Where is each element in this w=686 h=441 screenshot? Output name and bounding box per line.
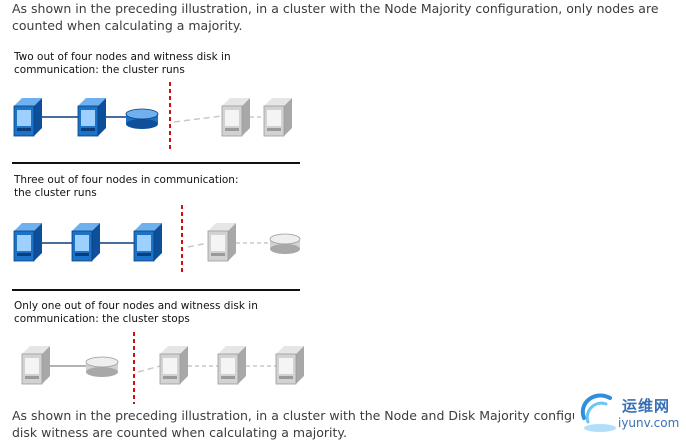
inactive-server-icon — [207, 223, 236, 262]
inactive-server-icon — [275, 346, 304, 385]
divider — [12, 289, 300, 291]
scenario-3-caption-line1: Only one out of four nodes and witness d… — [14, 300, 258, 312]
watermark-cn-text: 运维网 — [622, 397, 671, 415]
inactive-witness-disk-icon — [85, 356, 119, 377]
scenario-1-diagram — [13, 82, 292, 152]
active-server-icon — [13, 223, 42, 262]
inactive-server-icon — [263, 98, 292, 137]
inactive-server-icon — [21, 346, 50, 385]
inactive-server-icon — [221, 98, 250, 137]
watermark-url-text: iyunv.com — [618, 416, 680, 430]
active-server-icon — [71, 223, 100, 262]
inactive-server-icon — [217, 346, 246, 385]
outro-paragraph: As shown in the preceding illustration, … — [12, 407, 612, 441]
outro-line-1: As shown in the preceding illustration, … — [12, 408, 593, 423]
intro-paragraph: As shown in the preceding illustration, … — [12, 1, 659, 33]
inactive-witness-disk-icon — [269, 233, 301, 254]
scenario-2-caption-line1: Three out of four nodes in communication… — [14, 174, 239, 186]
site-watermark: 运维网 iyunv.com — [574, 386, 686, 438]
active-witness-disk-icon — [125, 108, 159, 129]
scenario-1-caption-line2: communication: the cluster runs — [14, 64, 185, 76]
active-server-icon — [133, 223, 162, 262]
watermark-logo-icon — [580, 393, 616, 432]
outro-line-2: disk witness are counted when calculatin… — [12, 425, 347, 440]
scenario-2-diagram — [13, 205, 301, 275]
divider — [12, 162, 300, 164]
scenario-2-caption-line2: the cluster runs — [14, 187, 97, 199]
scenario-1-caption-line1: Two out of four nodes and witness disk i… — [14, 51, 231, 63]
active-server-icon — [77, 98, 106, 137]
active-server-icon — [13, 98, 42, 137]
inactive-server-icon — [159, 346, 188, 385]
scenario-3-caption-line2: communication: the cluster stops — [14, 313, 190, 325]
scenario-3-diagram — [21, 332, 304, 404]
